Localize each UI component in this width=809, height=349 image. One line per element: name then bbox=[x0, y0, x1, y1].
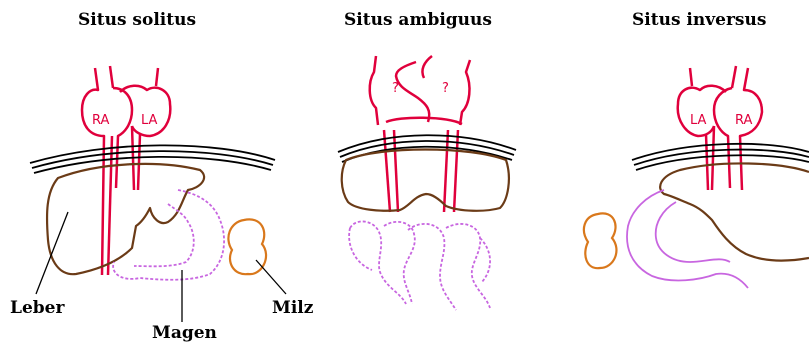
label-leber: Leber bbox=[10, 298, 64, 318]
chamber-la-inversus: LA bbox=[690, 113, 707, 128]
chamber-ra-solitus: RA bbox=[92, 113, 110, 128]
stomach-ambiguus bbox=[349, 221, 490, 310]
heart-inversus bbox=[678, 66, 762, 190]
liver-solitus bbox=[47, 164, 204, 274]
panel-situs-ambiguus: ? ? bbox=[338, 56, 516, 310]
chamber-left-ambiguus: ? bbox=[442, 81, 449, 96]
liver-ambiguus bbox=[342, 150, 509, 211]
chamber-ra-inversus: RA bbox=[735, 113, 753, 128]
label-magen: Magen bbox=[152, 323, 217, 343]
panel-situs-solitus: RA LA bbox=[30, 66, 286, 322]
stomach-inversus bbox=[627, 190, 748, 288]
panel-situs-inversus: LA RA bbox=[584, 66, 809, 288]
heart-solitus bbox=[82, 66, 170, 275]
heart-ambiguus bbox=[370, 56, 470, 212]
diaphragm-solitus bbox=[30, 145, 275, 173]
liver-inversus bbox=[660, 163, 809, 260]
spleen-inversus bbox=[584, 213, 617, 268]
chamber-la-solitus: LA bbox=[141, 113, 158, 128]
stomach-solitus bbox=[113, 190, 224, 280]
chamber-right-ambiguus: ? bbox=[392, 81, 399, 96]
label-milz: Milz bbox=[272, 298, 313, 318]
